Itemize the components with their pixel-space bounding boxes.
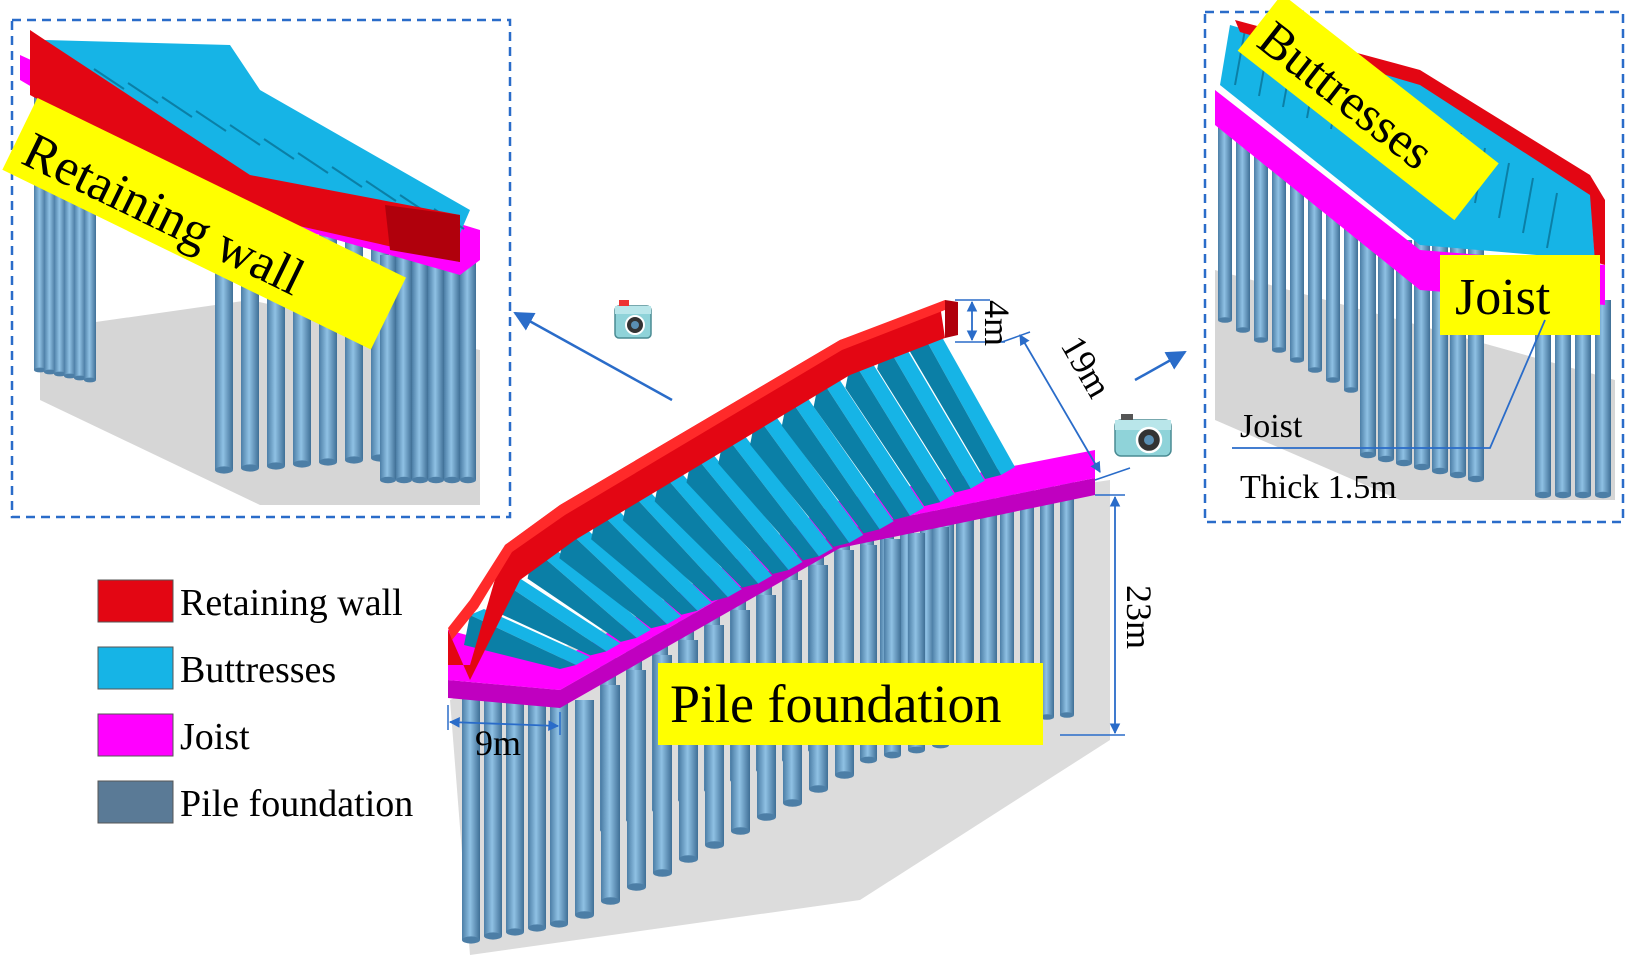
buttress <box>686 446 803 574</box>
pile <box>444 255 460 484</box>
main-model-retaining-wall <box>448 305 945 680</box>
main-model-retaining-wall-end <box>945 300 958 338</box>
pile <box>1595 300 1611 499</box>
pile <box>462 695 480 944</box>
pile <box>1060 470 1074 718</box>
right-inset: Buttresses Joist Joist Thick 1.5m <box>1203 0 1625 524</box>
pile <box>1308 180 1322 373</box>
main-label-text: Pile foundation <box>670 674 1001 734</box>
legend-label: Retaining wall <box>180 582 403 624</box>
buttress <box>622 484 742 602</box>
pile <box>396 255 412 484</box>
buttress <box>718 427 833 561</box>
pile <box>627 670 646 891</box>
legend-item: Buttresses <box>97 646 336 691</box>
pile <box>1344 208 1358 393</box>
pile <box>506 695 524 936</box>
buttress <box>781 389 894 534</box>
buttress <box>527 542 651 642</box>
buttress <box>654 465 773 588</box>
pile <box>1218 110 1232 323</box>
pile <box>460 255 476 484</box>
buttress <box>495 575 621 656</box>
right-inset-piles <box>1218 110 1611 499</box>
pile <box>1360 240 1376 459</box>
left-view-arrow <box>513 311 673 402</box>
right-view-arrow <box>1134 350 1187 382</box>
left-inset: Retaining wall <box>2 18 512 519</box>
pile <box>412 255 428 484</box>
pile <box>1378 240 1394 463</box>
right-inset-joist-label-bg <box>1440 255 1600 335</box>
camera-icon <box>614 300 652 339</box>
left-inset-retaining-wall-face <box>385 205 460 262</box>
right-inset-buttresses-label-bg <box>1237 0 1499 221</box>
pile <box>575 700 594 919</box>
legend-item: Joist <box>97 713 250 758</box>
main-model: Pile foundation <box>448 300 1110 955</box>
buttress <box>750 408 864 547</box>
pile <box>484 695 502 940</box>
pile <box>1535 300 1551 499</box>
main-label-bg <box>658 663 1043 745</box>
pile <box>1236 124 1250 333</box>
legend-label: Joist <box>180 716 250 758</box>
pile <box>528 695 546 932</box>
legend-swatch <box>97 579 174 623</box>
pile <box>1272 152 1286 353</box>
main-model-joist-top <box>448 450 1095 690</box>
legend-item: Retaining wall <box>97 579 403 624</box>
legend-label: Pile foundation <box>180 783 413 825</box>
left-inset-retaining-wall <box>30 30 460 262</box>
left-inset-shadow <box>40 300 480 505</box>
pile <box>1254 138 1268 343</box>
pile <box>550 695 568 928</box>
pile <box>1326 194 1340 383</box>
pile <box>1040 473 1054 720</box>
pile <box>601 685 620 905</box>
right-inset-joist-note: Joist <box>1240 408 1303 445</box>
left-inset-label-bg <box>2 97 406 350</box>
buttress <box>877 332 985 493</box>
right-inset-joist-label-text: Joist <box>1455 269 1551 326</box>
dim-width: 19m <box>1053 329 1120 404</box>
left-inset-buttresses <box>35 40 470 245</box>
dim-pile-length: 23m <box>1119 585 1159 649</box>
pile <box>1575 300 1591 499</box>
main-model-joist <box>448 478 1095 708</box>
pile <box>1414 240 1430 471</box>
legend-item: Pile foundation <box>97 780 413 825</box>
buttress <box>813 370 924 520</box>
legend-swatch <box>97 646 174 690</box>
buttress <box>845 351 955 507</box>
pile <box>1555 300 1571 499</box>
legend-label: Buttresses <box>180 649 336 691</box>
camera-icon <box>1114 414 1172 457</box>
right-inset-leader-line <box>1232 319 1546 449</box>
legend-swatch <box>97 780 174 824</box>
left-inset-frame <box>10 18 512 519</box>
dim-base-width: 9m <box>475 723 521 763</box>
pile <box>1396 240 1412 467</box>
right-inset-retaining-wall <box>1235 20 1605 265</box>
buttress <box>559 522 682 629</box>
right-inset-thickness-note: Thick 1.5m <box>1240 469 1397 506</box>
main-model-buttresses <box>464 314 1015 669</box>
pile <box>428 255 444 484</box>
buttress <box>909 314 1015 479</box>
buttress <box>591 503 712 615</box>
legend-swatch <box>97 713 174 757</box>
pile <box>1290 166 1304 363</box>
